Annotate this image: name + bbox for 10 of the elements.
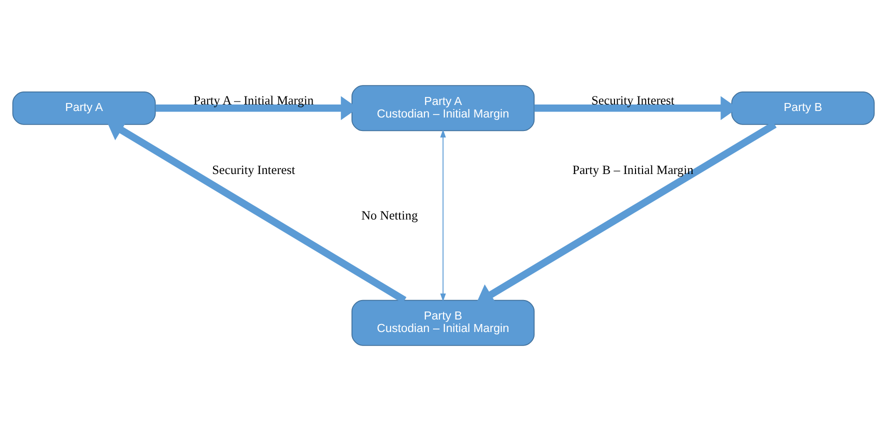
node-box: Party A bbox=[12, 90, 156, 124]
edge-label: Party B – Initial Margin bbox=[572, 162, 694, 177]
edge-label: Security Interest bbox=[591, 93, 674, 108]
edge-label: Security Interest bbox=[212, 162, 296, 177]
edge-label: No Netting bbox=[361, 208, 418, 222]
node-box: Party A Custodian – Initial Margin bbox=[352, 84, 535, 131]
arrow bbox=[440, 128, 446, 302]
edge-label: Party A – Initial Margin bbox=[194, 93, 314, 108]
node-box: Party B bbox=[731, 90, 875, 124]
node-box: Party B Custodian – Initial Margin bbox=[352, 299, 535, 346]
